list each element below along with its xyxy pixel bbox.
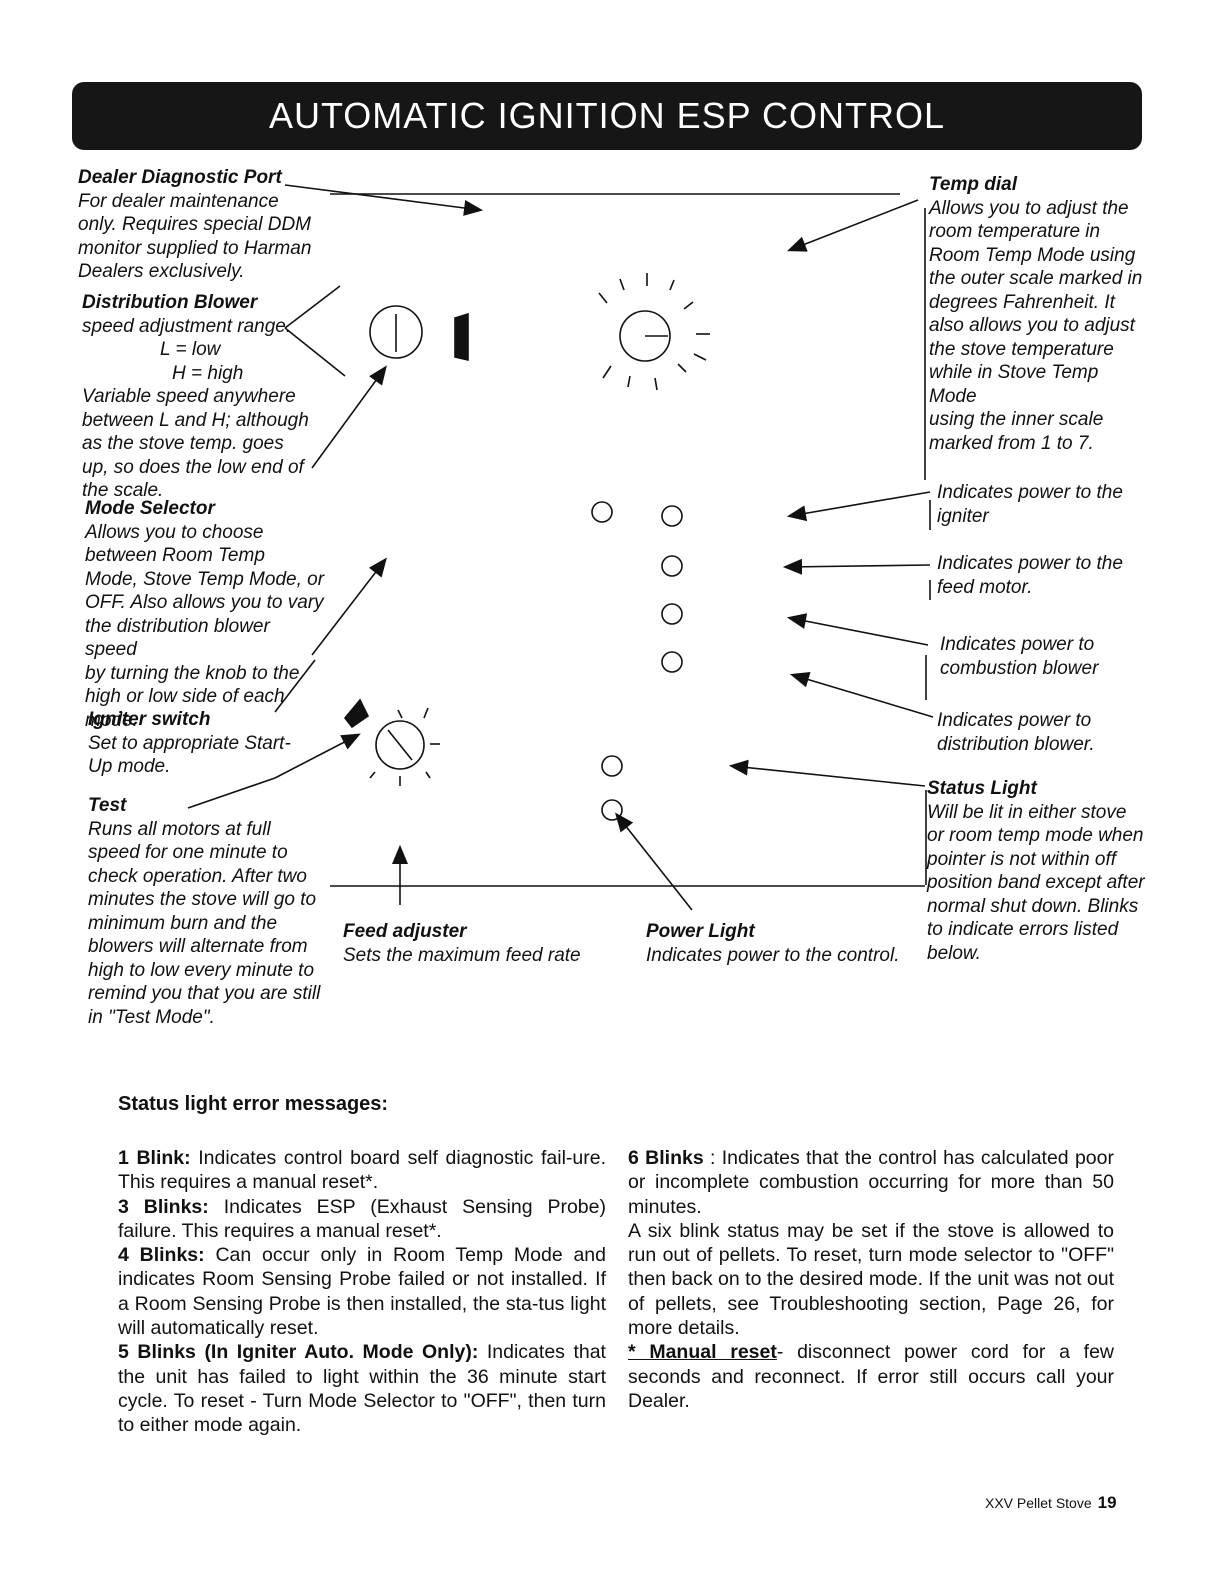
led-power (601, 799, 623, 821)
status-light-label: Status Light Will be lit in either stove… (927, 778, 1145, 964)
error-messages-heading: Status light error messages: (118, 1093, 389, 1115)
led-igniter (661, 505, 683, 527)
error-4-blinks: 4 Blinks: Can occur only in Room Temp Mo… (118, 1244, 606, 1340)
page-title: AUTOMATIC IGNITION ESP CONTROL (268, 95, 946, 136)
led-feed (661, 555, 683, 577)
error-list-left: 1 Blink: Indicates control board self di… (118, 1146, 606, 1438)
combustion-led-label: Indicates power to combustion blower (940, 634, 1099, 679)
led-distribution (661, 651, 683, 673)
error-list-right: 6 Blinks : Indicates that the control ha… (628, 1146, 1114, 1413)
igniter-switch-label: Igniter switch Set to appropriate Start-… (88, 709, 291, 777)
igniter-led-label: Indicates power to the igniter (937, 482, 1123, 527)
footer-title: XXV Pellet Stove (985, 1495, 1092, 1511)
blower-label: Distribution Blower speed adjustment ran… (82, 292, 309, 501)
led-combustion (661, 603, 683, 625)
error-6-blinks: 6 Blinks : Indicates that the control ha… (628, 1147, 1114, 1218)
temp-dial (619, 310, 671, 362)
manual-reset-note: * Manual reset- disconnect power cord fo… (628, 1341, 1114, 1412)
mode-selector-label: Mode Selector Allows you to choose betwe… (85, 498, 325, 731)
error-5-blinks: 5 Blinks (In Igniter Auto. Mode Only): I… (118, 1341, 606, 1437)
test-label: Test Runs all motors at full speed for o… (88, 795, 321, 1028)
led-left-top (591, 501, 613, 523)
mode-selector-knob (375, 720, 425, 770)
feed-led-label: Indicates power to the feed motor. (937, 553, 1123, 598)
temp-dial-label: Temp dial Allows you to adjust the room … (929, 174, 1143, 454)
page-title-banner: AUTOMATIC IGNITION ESP CONTROL (72, 82, 1142, 150)
power-light-label: Power Light Indicates power to the contr… (646, 921, 900, 966)
error-3-blinks: 3 Blinks: Indicates ESP (Exhaust Sensing… (118, 1195, 606, 1242)
feed-adjuster-label: Feed adjuster Sets the maximum feed rate (343, 921, 581, 966)
page-footer: XXV Pellet Stove 19 (985, 1493, 1117, 1513)
blower-wedge-icon (454, 312, 469, 362)
page-number: 19 (1097, 1493, 1117, 1512)
blower-knob (369, 305, 423, 359)
dealer-port-label: Dealer Diagnostic Port For dealer mainte… (78, 167, 312, 282)
distribution-led-label: Indicates power to distribution blower. (937, 710, 1095, 755)
error-1-blink: 1 Blink: Indicates control board self di… (118, 1147, 606, 1194)
mode-wedge-icon (343, 698, 370, 729)
error-6-blinks-more: A six blink status may be set if the sto… (628, 1219, 1114, 1340)
led-status (601, 755, 623, 777)
